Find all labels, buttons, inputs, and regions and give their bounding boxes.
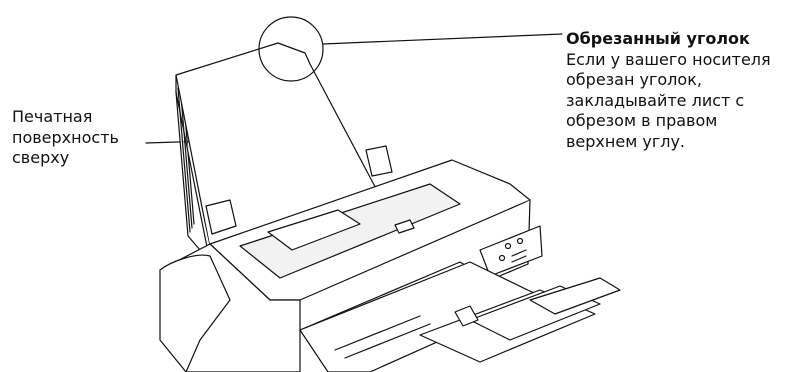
cut-corner-leader-line [323, 34, 562, 44]
